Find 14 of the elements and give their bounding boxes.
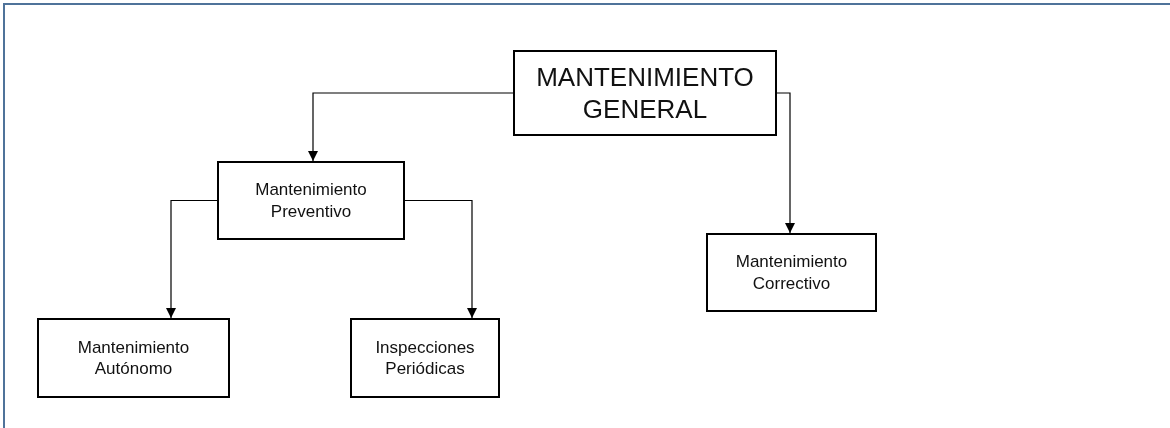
arrow bbox=[776, 92, 795, 234]
arrow bbox=[166, 199, 218, 319]
process-box bbox=[217, 161, 405, 240]
box-label: Inspecciones Periódicas bbox=[374, 336, 476, 380]
process-box bbox=[706, 233, 877, 312]
process-box bbox=[350, 318, 500, 398]
box-label: Mantenimiento Preventivo bbox=[254, 179, 368, 222]
box-label: Mantenimiento Correctivo bbox=[734, 251, 849, 294]
box-label: MANTENIMIENTO GENERAL bbox=[535, 60, 755, 126]
process-box bbox=[513, 50, 777, 136]
arrow bbox=[308, 92, 514, 162]
process-box bbox=[37, 318, 230, 398]
box-label: Mantenimiento Autónomo bbox=[76, 336, 191, 380]
arrow bbox=[404, 199, 477, 319]
